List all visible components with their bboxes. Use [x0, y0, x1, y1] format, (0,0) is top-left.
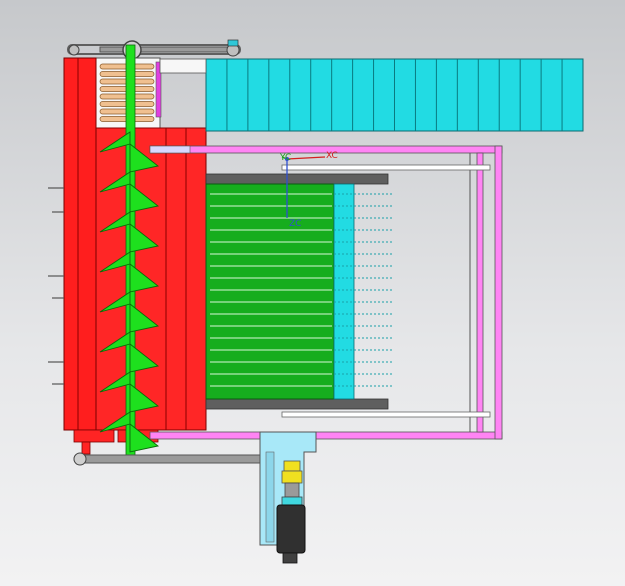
triad-x-label: XC [326, 151, 338, 161]
triad-z-label: ZC [289, 219, 301, 229]
conveyor-segment-lines [226, 59, 563, 131]
coupling-yellow-2 [281, 470, 303, 484]
auger-flight [99, 131, 160, 173]
coupling-cyan [281, 496, 303, 506]
auger-flight [99, 211, 160, 253]
auger-flight [99, 411, 160, 453]
conveyor-left-mount [159, 58, 207, 74]
top-belt [67, 44, 241, 55]
motor-mount-slot [265, 451, 275, 543]
spring-housing-side [155, 61, 162, 118]
side-bolts [48, 187, 64, 385]
red-frame [48, 57, 207, 455]
bottom-belt-drive [73, 452, 297, 466]
guide-rod-bottom [281, 411, 491, 418]
small-rail-stub [149, 145, 191, 154]
red-bottom-block-1 [73, 429, 115, 443]
motor-body [276, 504, 306, 554]
motor-assembly [259, 431, 317, 564]
top-pulley-left [68, 44, 80, 56]
coordinate-triad: XC YC ZC [279, 151, 338, 229]
green-tray [205, 183, 392, 400]
auger-screw [99, 44, 160, 464]
red-bottom-stub [81, 441, 91, 455]
auger-flights [99, 131, 160, 453]
spring-coils [99, 63, 155, 122]
auger-flight [99, 331, 160, 373]
triad-origin [285, 157, 289, 161]
coupling-yellow-1 [283, 460, 301, 472]
triad-y-label: YC [279, 153, 291, 163]
top-belt-bar [99, 46, 236, 53]
rail-right-outer [494, 145, 503, 440]
rail-bottom [149, 431, 503, 440]
tray-lines [210, 193, 392, 387]
tray-cyan-edge [333, 183, 355, 400]
coupling-gray [284, 482, 300, 498]
auger-flight [99, 291, 160, 333]
top-belt-drive [67, 39, 241, 60]
gray-bar-bottom [205, 398, 389, 410]
pink-rail-frame [149, 145, 503, 440]
cyan-conveyor [159, 58, 584, 132]
triad-x-axis [286, 156, 326, 160]
red-frame-inner [95, 127, 207, 431]
top-tensioner [227, 39, 239, 47]
bottom-pulley-left [73, 452, 87, 466]
rail-right-inner [476, 152, 484, 433]
motor-tail [282, 552, 298, 564]
guide-rod-top [281, 164, 491, 171]
auger-flight [99, 171, 160, 213]
red-frame-outer [63, 57, 97, 431]
auger-flight [99, 371, 160, 413]
gray-bar-top [205, 173, 389, 185]
tray-body [205, 183, 335, 400]
auger-flight [99, 251, 160, 293]
